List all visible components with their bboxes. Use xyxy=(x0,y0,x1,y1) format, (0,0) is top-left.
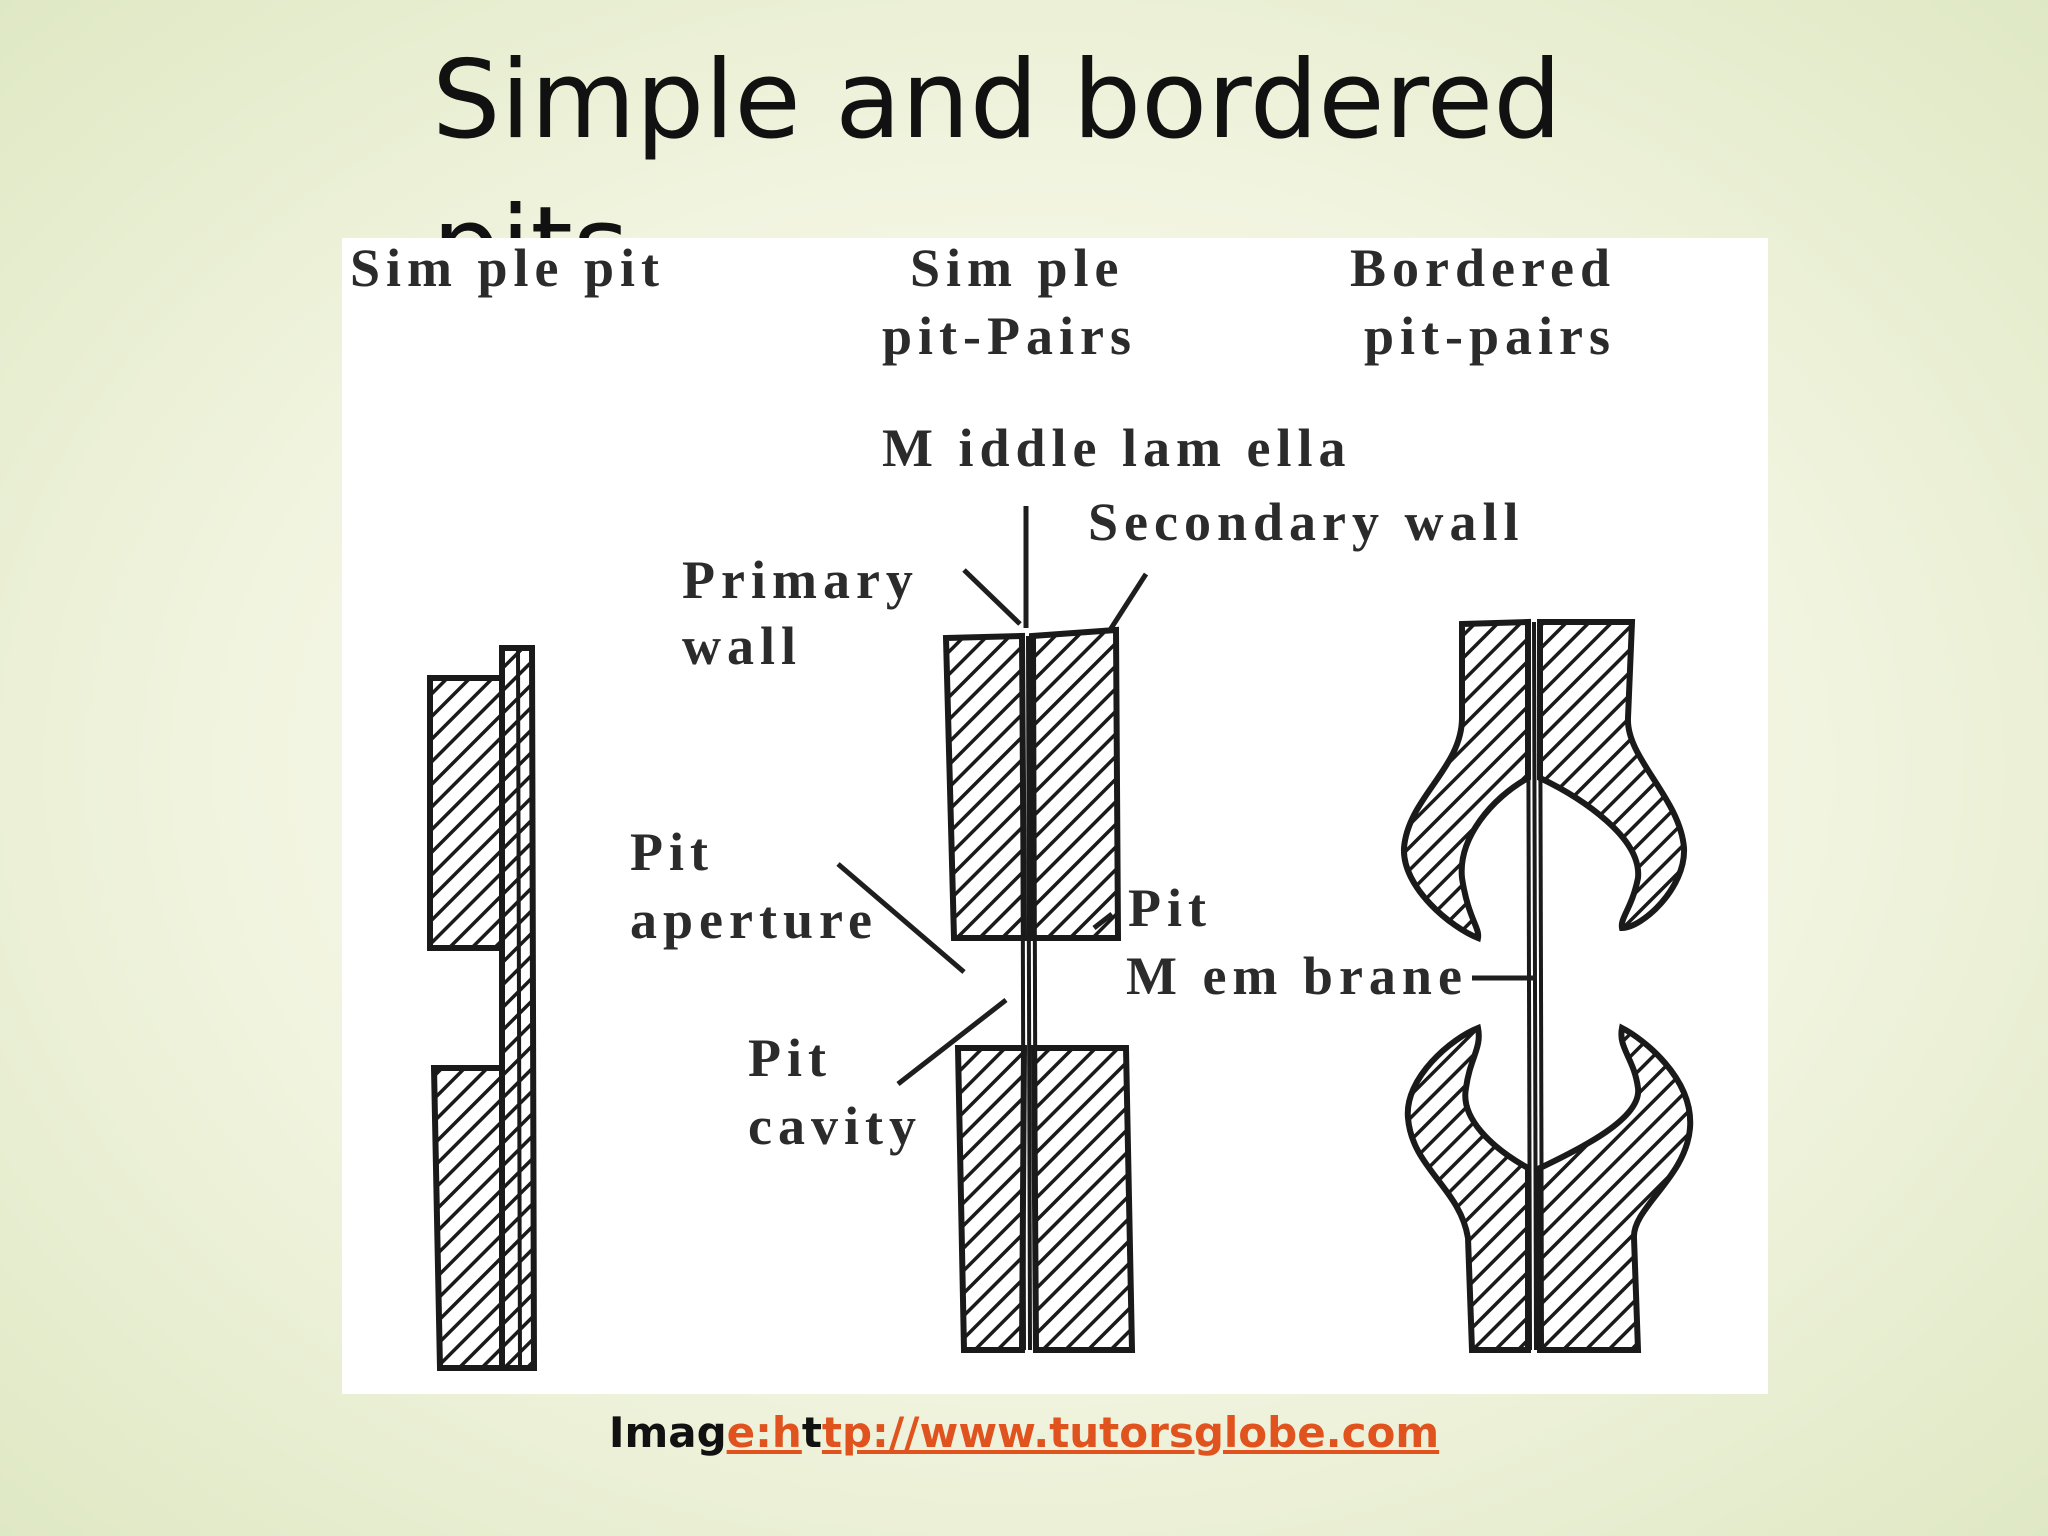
label-pit-cavity-2: cavity xyxy=(748,1096,922,1156)
leader-lines xyxy=(836,506,1536,1086)
header-bordered-2: pit-pairs xyxy=(1364,306,1616,366)
image-credit: Image:http://www.tutorsglobe.com xyxy=(0,1408,2048,1457)
label-pit-cavity-1: Pit xyxy=(748,1028,832,1088)
header-simple-pit-pairs-1: Sim ple xyxy=(910,238,1125,298)
label-pit-membrane-1: Pit xyxy=(1128,878,1212,938)
bordered-pit-pair-drawing xyxy=(1400,618,1694,1353)
simple-pit-drawing xyxy=(427,645,538,1371)
header-bordered-1: Bordered xyxy=(1350,238,1616,298)
pit-diagram-svg: Sim ple pit Sim ple pit-Pairs Bordered p… xyxy=(350,238,1694,1371)
label-primary-wall-1: Primary xyxy=(682,550,919,610)
label-secondary-wall: Secondary wall xyxy=(1088,492,1525,552)
header-simple-pit-pairs-2: pit-Pairs xyxy=(882,306,1137,366)
header-simple-pit: Sim ple pit xyxy=(350,238,665,298)
label-pit-aperture-2: aperture xyxy=(630,890,878,950)
label-pit-aperture-1: Pit xyxy=(630,822,714,882)
label-pit-membrane-2: M em brane xyxy=(1126,946,1468,1006)
simple-pit-pair-drawing xyxy=(942,626,1136,1353)
caption-mid: t xyxy=(801,1408,822,1457)
slide-title: Simple and bordered pits xyxy=(432,38,1562,244)
pit-diagram: Sim ple pit Sim ple pit-Pairs Bordered p… xyxy=(342,238,1768,1394)
label-middle-lamella: M iddle lam ella xyxy=(882,418,1351,478)
caption-link-part1[interactable]: e:h xyxy=(726,1408,802,1457)
caption-link-part2[interactable]: tp://www.tutorsglobe.com xyxy=(821,1408,1440,1457)
caption-prefix: Imag xyxy=(608,1408,727,1457)
label-primary-wall-2: wall xyxy=(682,616,802,676)
